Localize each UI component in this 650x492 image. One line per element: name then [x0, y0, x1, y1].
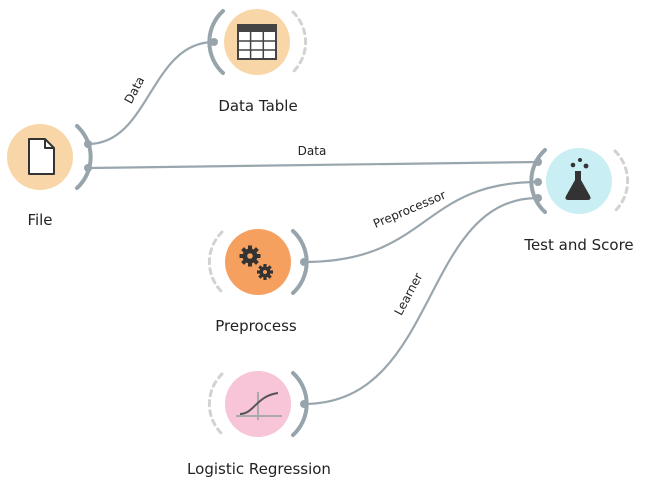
node-logistic-regression-input-arc: [207, 372, 224, 436]
edge-logistic-regression-to-test-and-score[interactable]: Learner: [303, 196, 539, 406]
node-test-and-score[interactable]: Test and Score: [523, 148, 634, 254]
node-logistic-regression[interactable]: Logistic Regression: [187, 371, 331, 478]
node-preprocess-label: Preprocess: [215, 317, 297, 335]
node-file[interactable]: File: [7, 124, 93, 229]
node-file-output-arc[interactable]: [75, 124, 93, 190]
node-logistic-regression-label: Logistic Regression: [187, 460, 331, 478]
flask-icon: [565, 158, 591, 200]
node-test-and-score-input-arc[interactable]: [529, 148, 547, 214]
node-test-and-score-output-arc: [613, 149, 630, 213]
node-data-table[interactable]: Data Table: [207, 9, 308, 115]
edge-label-file-data-table: Data: [122, 74, 148, 106]
node-data-table-label: Data Table: [218, 97, 297, 115]
edge-label-learner: Learner: [392, 271, 426, 318]
document-icon: [28, 138, 55, 175]
node-preprocess-input-arc: [207, 230, 224, 294]
edge-file-to-data-table[interactable]: Data: [87, 40, 215, 146]
edge-preprocess-to-test-and-score[interactable]: Preprocessor: [303, 180, 539, 264]
node-data-table-output-arc: [291, 10, 308, 74]
table-icon: [237, 24, 277, 60]
node-preprocess[interactable]: Preprocess: [207, 229, 309, 335]
edge-label-preprocessor: Preprocessor: [371, 188, 448, 231]
edge-file-to-test-and-score[interactable]: Data: [87, 144, 539, 170]
node-file-label: File: [27, 211, 52, 229]
node-data-table-input-arc[interactable]: [207, 9, 225, 75]
edge-label-file-test-and-score: Data: [298, 144, 327, 158]
sigmoid-icon: [236, 392, 282, 420]
node-test-and-score-label: Test and Score: [523, 236, 633, 254]
